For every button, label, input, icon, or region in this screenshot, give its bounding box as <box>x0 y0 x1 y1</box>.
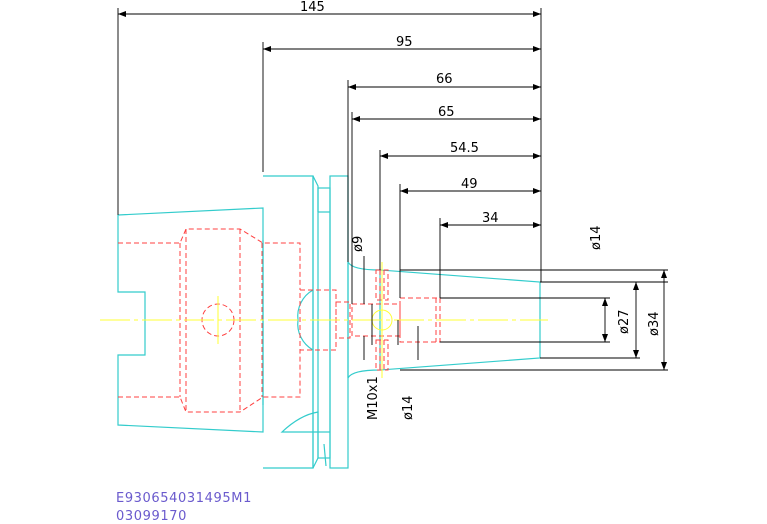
arrowheads <box>118 11 667 370</box>
dim-145: 145 <box>300 0 325 15</box>
dim-34: 34 <box>482 211 499 226</box>
dimension-lines <box>117 8 668 371</box>
part-outline <box>117 175 541 469</box>
part-code: 03099170 <box>116 509 187 524</box>
dia-14-bottom: ø14 <box>401 396 416 421</box>
dim-66: 66 <box>436 72 453 87</box>
thread-m10x1: M10x1 <box>366 376 381 420</box>
dia-9: ø9 <box>351 236 366 252</box>
dim-49: 49 <box>461 177 478 192</box>
dia-34: ø34 <box>647 312 662 337</box>
dim-95: 95 <box>396 35 413 50</box>
part-number: E930654031495M1 <box>116 491 252 506</box>
dia-14-top: ø14 <box>589 226 604 251</box>
dim-54-5: 54.5 <box>450 141 479 156</box>
dia-27: ø27 <box>617 310 632 335</box>
dim-65: 65 <box>438 105 455 120</box>
center-lines <box>100 262 548 378</box>
